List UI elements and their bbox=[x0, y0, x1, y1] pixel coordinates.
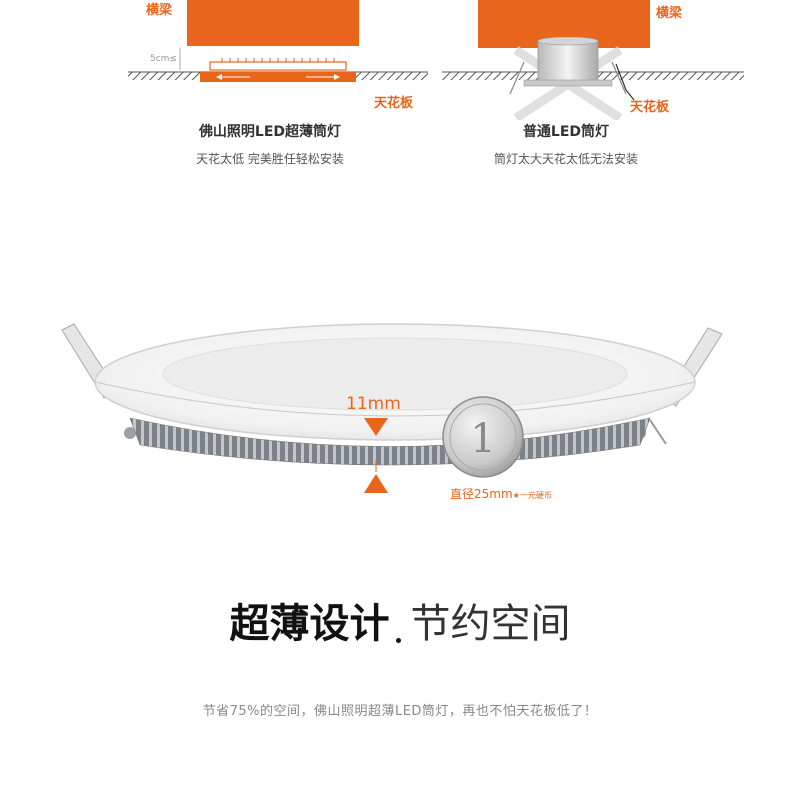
left-diagram-graphic bbox=[128, 0, 428, 82]
one-yuan-coin: 1 bbox=[442, 396, 524, 478]
coin-note-text: 一元硬币 bbox=[519, 491, 552, 500]
left-gap-label: 5cm≤ bbox=[150, 54, 177, 64]
headline-sub: 节约空间 bbox=[410, 601, 571, 647]
left-beam bbox=[187, 0, 359, 46]
left-ceiling-label: 天花板 bbox=[374, 96, 414, 111]
left-slim-light bbox=[200, 58, 356, 82]
headline-main: 超薄设计 bbox=[229, 601, 390, 647]
right-caption-title: 普通LED筒灯 bbox=[522, 124, 610, 140]
headline: 超薄设计节约空间 bbox=[0, 604, 800, 644]
right-ceiling-arrow bbox=[615, 63, 635, 101]
left-installation-diagram: 横梁 bbox=[0, 0, 440, 120]
right-diagram-graphic bbox=[442, 0, 744, 120]
thickness-label: 11mm bbox=[346, 394, 401, 414]
left-caption-subtitle: 天花太低 完美胜任轻松安装 bbox=[196, 152, 344, 166]
right-beam-label: 横梁 bbox=[656, 6, 683, 21]
right-installation-diagram: 横梁 天花板 bbox=[420, 0, 800, 120]
left-beam-label: 横梁 bbox=[146, 3, 173, 18]
left-caption-title: 佛山照明LED超薄筒灯 bbox=[198, 124, 342, 140]
thickness-arrow-top bbox=[364, 418, 388, 436]
coin-diameter-text: 直径25mm bbox=[450, 487, 513, 501]
headline-dot bbox=[395, 638, 401, 643]
svg-text:1: 1 bbox=[470, 416, 495, 462]
right-regular-downlight bbox=[509, 36, 627, 95]
right-ceiling-label: 天花板 bbox=[630, 100, 670, 115]
coin-diameter-label: 直径25mm★一元硬币 bbox=[450, 485, 552, 502]
panel-light-graphic: 1 bbox=[61, 323, 723, 493]
thickness-arrow-bottom bbox=[364, 474, 388, 493]
right-caption-subtitle: 筒灯太大天花太低无法安装 bbox=[493, 152, 638, 166]
product-image: 1 11mm 直径25mm★一元硬币 bbox=[0, 300, 800, 530]
tagline: 节省75%的空间，佛山照明超薄LED筒灯，再也不怕天花板低了！ bbox=[202, 704, 598, 719]
coin-note: ★一元硬币 bbox=[512, 491, 552, 500]
